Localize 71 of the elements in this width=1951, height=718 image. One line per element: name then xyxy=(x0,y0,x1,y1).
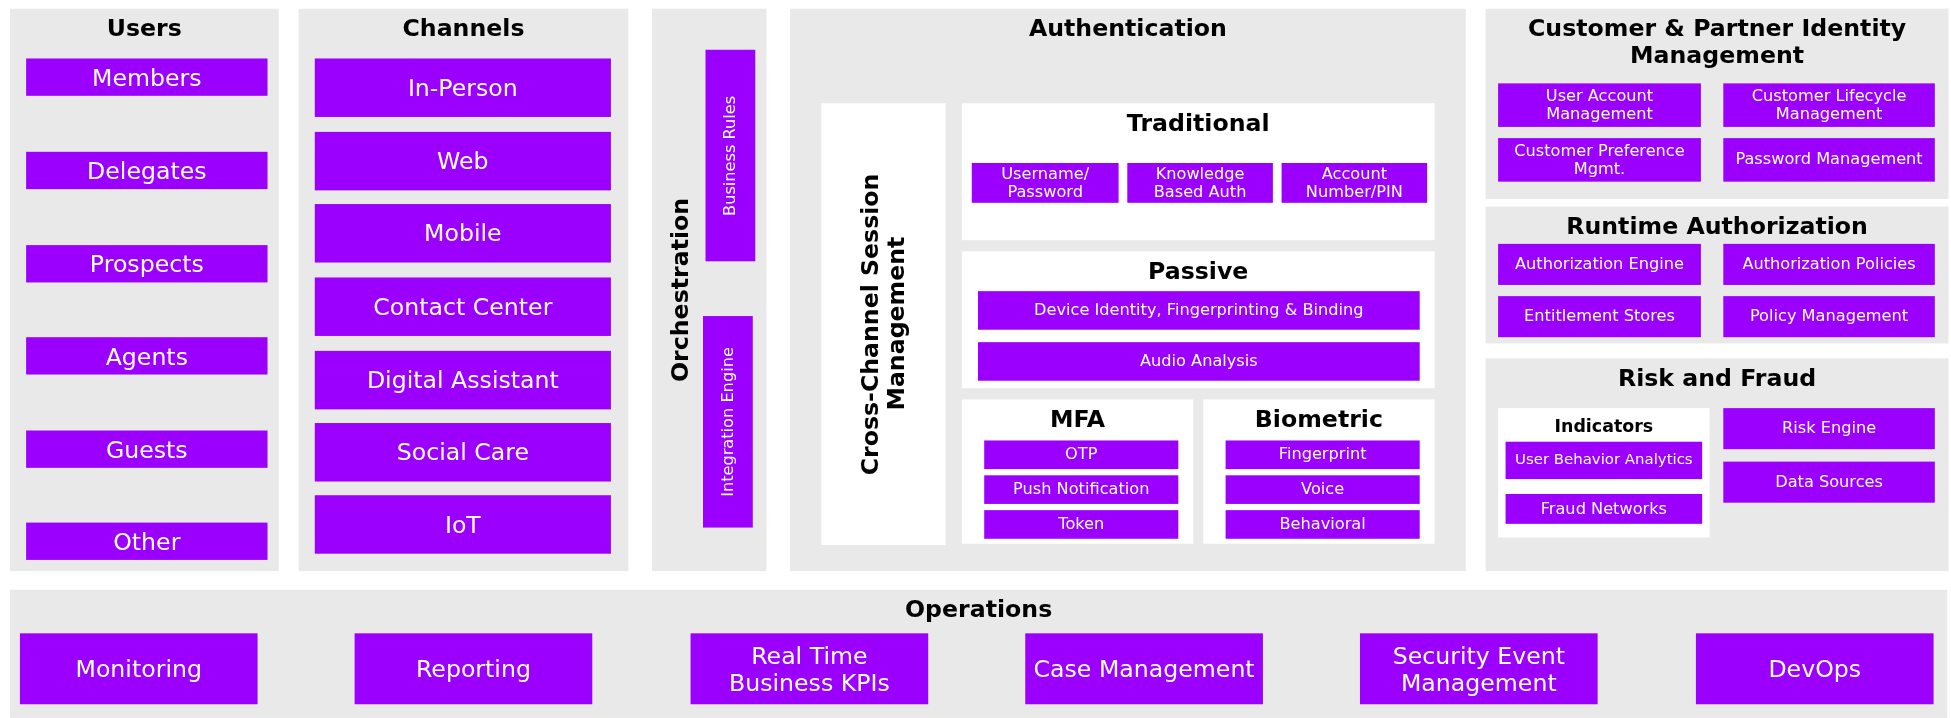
capability-box: OTP xyxy=(984,440,1179,470)
panel-title: Biometric xyxy=(1253,405,1384,433)
capability-box: Case Management xyxy=(1025,633,1263,705)
capability-box: Contact Center xyxy=(314,277,611,336)
panel-title: Operations xyxy=(904,596,1054,624)
panel-title: Authentication xyxy=(1027,14,1228,43)
capability-box: Authorization Engine xyxy=(1498,243,1701,285)
panel-title: Traditional xyxy=(1125,109,1271,137)
panel-title: Indicators xyxy=(1553,415,1655,436)
group-panel xyxy=(1485,8,1949,200)
panel-title: Channels xyxy=(401,14,526,43)
capability-box: Delegates xyxy=(26,151,268,190)
capability-box: Agents xyxy=(26,337,268,375)
sub-panel xyxy=(1203,399,1435,544)
capability-box: Voice xyxy=(1225,475,1420,504)
capability-box: Monitoring xyxy=(19,633,258,705)
capability-box: Knowledge Based Auth xyxy=(1127,163,1273,203)
capability-box: Password Management xyxy=(1723,138,1935,182)
capability-box: Business Rules xyxy=(705,49,756,262)
capability-box: Behavioral xyxy=(1225,510,1420,539)
panel-title: MFA xyxy=(1048,405,1107,433)
capability-box: User Account Management xyxy=(1498,83,1701,127)
capability-box: Fingerprint xyxy=(1225,440,1420,470)
capability-box: Fraud Networks xyxy=(1505,493,1703,524)
capability-box: Mobile xyxy=(314,204,611,263)
group-panel xyxy=(1485,358,1949,572)
capability-box: Entitlement Stores xyxy=(1498,296,1701,338)
capability-box: Security Event Management xyxy=(1360,633,1598,705)
capability-box: Device Identity, Fingerprinting & Binding xyxy=(978,291,1420,330)
panel-title: Runtime Authorization xyxy=(1565,212,1869,240)
group-panel xyxy=(9,589,1948,718)
capability-box: User Behavior Analytics xyxy=(1505,441,1703,480)
capability-box: Real Time Business KPIs xyxy=(690,633,929,705)
group-panel xyxy=(790,8,1466,572)
panel-title: Orchestration xyxy=(666,196,695,384)
capability-box: Policy Management xyxy=(1723,296,1935,338)
capability-box: Account Number/PIN xyxy=(1281,163,1428,203)
capability-box: Integration Engine xyxy=(703,316,753,528)
capability-box: Web xyxy=(314,131,611,191)
capability-box: In-Person xyxy=(314,58,611,117)
capability-box: Audio Analysis xyxy=(978,342,1420,381)
session-box: Cross-Channel Session Management xyxy=(821,103,946,545)
group-panel xyxy=(9,8,279,572)
sub-panel xyxy=(961,399,1194,544)
capability-box: Customer Preference Mgmt. xyxy=(1498,138,1701,182)
capability-box: Guests xyxy=(26,430,268,468)
capability-box: Digital Assistant xyxy=(314,350,611,410)
panel-title: Users xyxy=(105,14,183,43)
capability-box: Risk Engine xyxy=(1723,408,1935,450)
capability-box: IoT xyxy=(314,495,611,554)
capability-box: Username/ Password xyxy=(971,163,1119,203)
capability-box: DevOps xyxy=(1695,633,1934,705)
panel-title: Customer & Partner Identity Management xyxy=(1526,14,1908,70)
capability-box: Social Care xyxy=(314,423,611,482)
capability-box: Customer Lifecycle Management xyxy=(1723,83,1935,127)
capability-box: Token xyxy=(984,510,1179,539)
capability-box: Reporting xyxy=(354,633,593,705)
group-panel xyxy=(1485,206,1949,344)
panel-title: Risk and Fraud xyxy=(1616,364,1818,392)
panel-title: Passive xyxy=(1147,257,1250,285)
capability-box: Data Sources xyxy=(1723,461,1935,503)
capability-box: Members xyxy=(26,58,268,96)
capability-box: Authorization Policies xyxy=(1723,243,1935,285)
capability-box: Push Notification xyxy=(984,475,1179,504)
capability-box: Other xyxy=(26,522,268,560)
sub-panel xyxy=(961,251,1435,389)
group-panel xyxy=(652,8,767,572)
group-panel xyxy=(298,8,629,572)
sub-panel xyxy=(1498,408,1710,538)
capability-box: Prospects xyxy=(26,245,268,283)
sub-panel xyxy=(961,103,1435,241)
